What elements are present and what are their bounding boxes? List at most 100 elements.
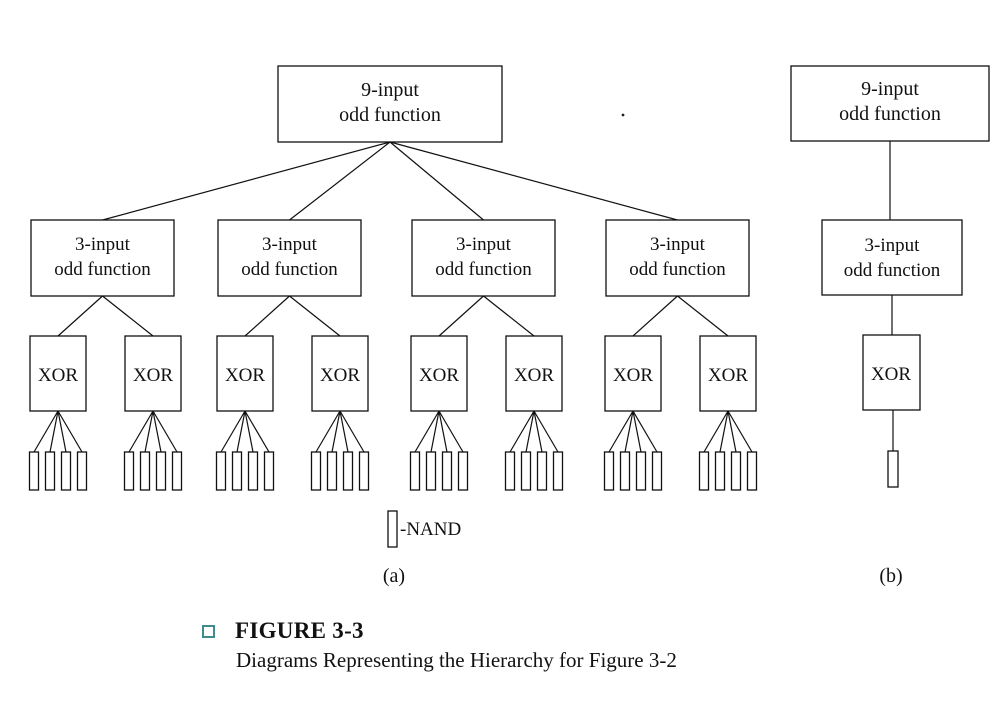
nand-gate-box (441, 451, 453, 491)
diagram-b-sublabel: (b) (879, 565, 902, 587)
nand-gate-box (730, 451, 742, 491)
nand-gate-box (536, 451, 548, 491)
root-to-subfunction-line (289, 141, 391, 221)
nand-gate-box (263, 451, 275, 491)
xor-to-nand-line (533, 410, 543, 453)
xor-label: XOR (38, 365, 78, 386)
subfunction-box (411, 219, 556, 297)
xor-to-nand-line (220, 410, 246, 453)
subfunction-to-xor-line (244, 295, 290, 337)
legend-nand-box (387, 510, 398, 548)
xor-box (124, 335, 182, 412)
nand-gate-box (155, 451, 167, 491)
b-xor-label: XOR (871, 364, 911, 385)
xor-label: XOR (225, 365, 265, 386)
xor-to-nand-line (236, 410, 246, 453)
nand-gate-box (457, 451, 469, 491)
xor-to-nand-line (632, 410, 658, 453)
xor-to-nand-line (144, 410, 154, 453)
nand-gate-box (342, 451, 354, 491)
nand-gate-box (603, 451, 615, 491)
xor-to-nand-line (438, 410, 448, 453)
subfunction-to-xor-line (102, 295, 154, 337)
figure-description: Diagrams Representing the Hierarchy for … (236, 648, 677, 672)
subfunction-to-xor-line (632, 295, 678, 337)
figure-marker-square (202, 624, 215, 638)
b-nand-gate-box (887, 450, 899, 488)
hierarchy-diagram: 9-input odd function 3-input odd functionXO… (28, 65, 990, 587)
nand-gate-box (28, 451, 40, 491)
subfunction-label-line1: 3-input (75, 234, 131, 255)
nand-gate-box (714, 451, 726, 491)
xor-box (699, 335, 757, 412)
b-subfunction-box (821, 219, 963, 296)
subfunction-box (217, 219, 362, 297)
xor-label: XOR (419, 365, 459, 386)
root-to-subfunction-line (102, 141, 391, 221)
subfunction-to-xor-line (483, 295, 535, 337)
xor-to-nand-line (719, 410, 729, 453)
xor-label: XOR (708, 365, 748, 386)
nand-gate-box (60, 451, 72, 491)
xor-box (410, 335, 468, 412)
nand-gate-box (746, 451, 758, 491)
scan-dot (621, 113, 625, 117)
nand-gate-box (310, 451, 322, 491)
subfunction-box (30, 219, 175, 297)
xor-box (29, 335, 87, 412)
xor-to-nand-line (331, 410, 341, 453)
xor-to-nand-line (632, 410, 642, 453)
nand-gate-box (651, 451, 663, 491)
b-root-label-line1: 9-input (861, 78, 919, 100)
xor-to-nand-line (533, 410, 559, 453)
xor-to-nand-line (727, 410, 753, 453)
subfunction-label-line2: odd function (241, 259, 338, 280)
subfunction-to-xor-line (677, 295, 729, 337)
xor-to-nand-line (57, 410, 67, 453)
b-root-function-box (790, 65, 990, 142)
legend-nand-label: -NAND (400, 519, 461, 540)
xor-box (604, 335, 662, 412)
root-function-label-line1: 9-input (361, 79, 419, 101)
subfunction-label-line1: 3-input (262, 234, 318, 255)
nand-gate-box (139, 451, 151, 491)
xor-to-nand-line (49, 410, 59, 453)
root-to-subfunction-line (389, 141, 484, 221)
nand-gate-box (76, 451, 88, 491)
subfunction-label-line2: odd function (54, 259, 151, 280)
nand-gate-box (520, 451, 532, 491)
xor-to-nand-line (57, 410, 83, 453)
diagram-a-sublabel: (a) (383, 565, 405, 587)
xor-to-nand-line (608, 410, 634, 453)
subfunction-label-line2: odd function (435, 259, 532, 280)
nand-gate-box (123, 451, 135, 491)
xor-to-nand-line (438, 410, 464, 453)
b-subfunction-label-line1: 3-input (865, 235, 921, 256)
nand-gate-box (231, 451, 243, 491)
xor-box (216, 335, 274, 412)
nand-gate-box (504, 451, 516, 491)
subfunction-label-line1: 3-input (650, 234, 706, 255)
xor-to-nand-line (33, 410, 59, 453)
xor-to-nand-line (727, 410, 737, 453)
nand-gate-box (409, 451, 421, 491)
xor-to-nand-line (244, 410, 270, 453)
xor-to-nand-line (339, 410, 365, 453)
xor-label: XOR (613, 365, 653, 386)
figure-caption: FIGURE 3-3 Diagrams Representing the Hie… (200, 616, 677, 673)
nand-gate-box (552, 451, 564, 491)
nand-gate-box (215, 451, 227, 491)
xor-label: XOR (514, 365, 554, 386)
b-subfunction-label-line2: odd function (844, 260, 941, 281)
nand-gate-box (326, 451, 338, 491)
xor-label: XOR (320, 365, 360, 386)
xor-to-nand-line (339, 410, 349, 453)
xor-to-nand-line (703, 410, 729, 453)
xor-to-nand-line (414, 410, 440, 453)
subfunction-box (605, 219, 750, 297)
root-to-subfunction-line (389, 141, 678, 221)
xor-to-nand-line (152, 410, 178, 453)
subfunction-to-xor-line (57, 295, 103, 337)
nand-gate-box (358, 451, 370, 491)
xor-to-nand-line (624, 410, 634, 453)
